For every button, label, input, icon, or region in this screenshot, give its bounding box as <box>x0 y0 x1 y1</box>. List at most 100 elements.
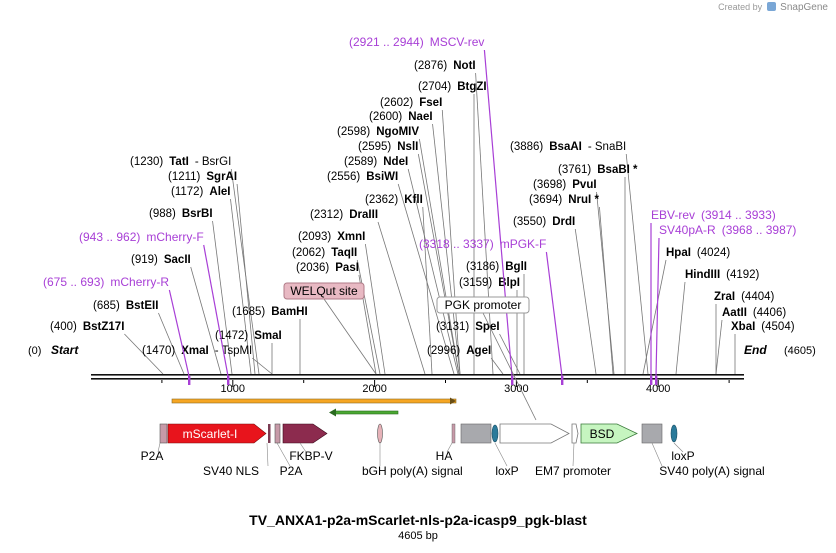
enzyme-name: BsaBI * <box>597 164 638 176</box>
enzyme-site-label[interactable]: (2704)BtgZI <box>418 81 487 374</box>
primer-label[interactable]: EBV-rev(3914 .. 3933) <box>650 208 776 385</box>
feature-label-leader <box>276 442 291 467</box>
pgk-promoter-box[interactable]: PGK promoter <box>436 296 537 421</box>
primer-binding-marker <box>227 376 230 385</box>
enzyme-site-label[interactable]: (3550)DrdI <box>513 216 597 375</box>
feature-label-fkbp-v: FKBP-V <box>289 449 332 463</box>
enzyme-position: (2062) <box>292 247 325 259</box>
enzyme-leader-line <box>407 168 459 375</box>
welqut-site-box[interactable]: WELQut site <box>283 282 377 375</box>
enzyme-site-label[interactable]: (2996)AgeI <box>427 345 504 375</box>
enzyme-site-label[interactable]: (3694)NruI * <box>529 194 614 375</box>
site-box-leader-line <box>323 298 377 375</box>
enzyme-isoschizomer: - TspMI <box>215 345 253 357</box>
enzyme-position: (1472) <box>215 330 248 342</box>
feature-em7-promoter[interactable] <box>571 423 579 444</box>
enzyme-site-label[interactable]: (3761) BsaBI * <box>558 164 638 374</box>
feature-mscarlet-arrow[interactable] <box>167 423 267 444</box>
enzyme-site-label[interactable]: (1472)SmaI <box>215 330 282 374</box>
primer-leader-line <box>483 49 513 377</box>
feature-label-leader <box>446 442 453 453</box>
feature-loxp-1[interactable] <box>491 424 499 443</box>
enzyme-site-label[interactable]: (2600)NaeI <box>369 111 461 375</box>
enzyme-label-text: (3131)SpeI <box>436 321 500 333</box>
feature-p2a-1[interactable] <box>159 423 168 444</box>
enzyme-position: (2556) <box>327 171 360 183</box>
enzyme-leader-line <box>432 123 461 375</box>
enzyme-site-label[interactable]: (3698)PvuI <box>533 179 615 375</box>
enzyme-site-label[interactable]: HindIII(4192) <box>675 269 760 375</box>
enzyme-site-label[interactable]: (1211)SgrAI <box>168 171 256 375</box>
enzyme-site-label[interactable]: (2036)PasI <box>296 262 377 375</box>
feature-grey-box-2[interactable] <box>641 423 663 444</box>
enzyme-leader-line <box>212 220 233 375</box>
plasmid-name: TV_ANXA1-p2a-mScarlet-nls-p2a-icasp9_pgk… <box>249 512 587 528</box>
enzyme-name: NruI * <box>568 194 599 206</box>
enzyme-label-text: HpaI(4024) <box>666 247 730 259</box>
enzyme-leader-line <box>417 153 460 375</box>
end-position: (4605) <box>784 345 816 357</box>
enzyme-site-label[interactable]: (988)BsrBI <box>149 208 233 375</box>
primer-label[interactable]: SV40pA-R(3968 .. 3987) <box>655 223 796 385</box>
enzyme-site-label[interactable]: (2362)KflI <box>365 194 433 375</box>
enzyme-site-label[interactable]: (1172)AleI <box>171 186 252 375</box>
enzyme-leader-line <box>675 281 686 375</box>
feature-bgh-polya[interactable] <box>377 423 383 444</box>
feature-grey-box-1[interactable] <box>460 423 492 444</box>
enzyme-site-label[interactable]: (2589)NdeI <box>344 156 459 375</box>
enzyme-site-label[interactable]: (2312)DraIII <box>310 209 426 375</box>
enzyme-label-text: XbaI(4504) <box>731 321 795 333</box>
enzyme-name: NslI <box>397 141 418 153</box>
feature-bsd-arrow[interactable] <box>580 423 638 444</box>
end-label: End <box>744 343 767 357</box>
enzyme-position: (3131) <box>436 321 469 333</box>
primer-binding-marker <box>511 376 514 385</box>
primer-label[interactable]: (3318 .. 3337)mPGK-F <box>419 237 564 385</box>
enzyme-position: (2036) <box>296 262 329 274</box>
enzyme-site-label[interactable]: (1685)BamHI <box>232 306 308 374</box>
feature-fkbp-arrow[interactable] <box>282 423 328 444</box>
enzyme-site-label[interactable]: (2062)TaqII <box>292 247 381 375</box>
enzyme-site-label[interactable]: (2093) XmnI <box>298 231 386 375</box>
enzyme-leader-line <box>574 228 597 375</box>
feature-sv40-nls[interactable] <box>268 424 271 443</box>
enzyme-site-label[interactable]: (2556)BsiWI <box>327 171 455 375</box>
enzyme-name: XmnI <box>337 231 365 243</box>
enzyme-label-text: (400)BstZ17I <box>50 321 124 333</box>
primer-label[interactable]: (2921 .. 2944)MSCV-rev <box>349 35 514 385</box>
enzyme-site-label[interactable]: HpaI(4024) <box>642 247 730 375</box>
enzyme-site-label[interactable]: (3886)BsaAI- SnaBI <box>510 141 649 375</box>
primer-label-text: (2921 .. 2944)MSCV-rev <box>349 35 484 49</box>
primer-label-text: EBV-rev(3914 .. 3933) <box>651 208 776 222</box>
enzyme-label-text: (3159)BlpI <box>459 277 520 289</box>
enzyme-site-label[interactable]: (2876)NotI <box>414 60 494 375</box>
primer-label[interactable]: (675 .. 693)mCherry-R <box>43 275 191 385</box>
enzyme-site-label[interactable]: (3186)BglI <box>466 261 527 374</box>
feature-p2a-2[interactable] <box>274 423 281 444</box>
primer-label[interactable]: (943 .. 962)mCherry-F <box>79 230 230 385</box>
enzyme-position: (3698) <box>533 179 566 191</box>
enzyme-site-label[interactable]: ZraI(4404) <box>714 291 775 374</box>
enzyme-name: NaeI <box>408 111 432 123</box>
enzyme-site-label[interactable]: (919)SacII <box>131 254 222 375</box>
enzyme-leader-line <box>251 357 273 375</box>
enzyme-position: (2093) <box>298 231 331 243</box>
enzyme-site-label[interactable]: (685)BstEII <box>93 300 185 375</box>
enzyme-site-label[interactable]: (3131)SpeI <box>436 321 521 375</box>
enzyme-name: DrdI <box>552 216 575 228</box>
enzyme-site-label[interactable]: (400)BstZ17I <box>50 321 164 375</box>
enzyme-site-label[interactable]: (2595)NslI <box>358 141 460 375</box>
enzyme-site-label[interactable]: (1470)XmaI- TspMI <box>142 345 273 375</box>
enzyme-site-label[interactable]: (2602)FseI <box>380 97 461 375</box>
feature-pgk-promoter-arrow[interactable] <box>499 423 570 444</box>
enzyme-site-label[interactable]: (2598)NgoMIV <box>337 126 460 375</box>
enzyme-leader-line <box>158 312 185 375</box>
enzyme-position: (3761) <box>558 164 591 176</box>
feature-loxp-2[interactable] <box>670 424 678 443</box>
enzyme-site-label[interactable]: XbaI(4504) <box>731 321 795 374</box>
feature-ha-tag[interactable] <box>451 423 456 444</box>
enzyme-label-text: (988)BsrBI <box>149 208 213 220</box>
enzyme-site-label[interactable]: AatII(4406) <box>715 307 786 375</box>
primer-range: (3914 .. 3933) <box>701 208 776 222</box>
enzyme-name: NdeI <box>383 156 408 168</box>
